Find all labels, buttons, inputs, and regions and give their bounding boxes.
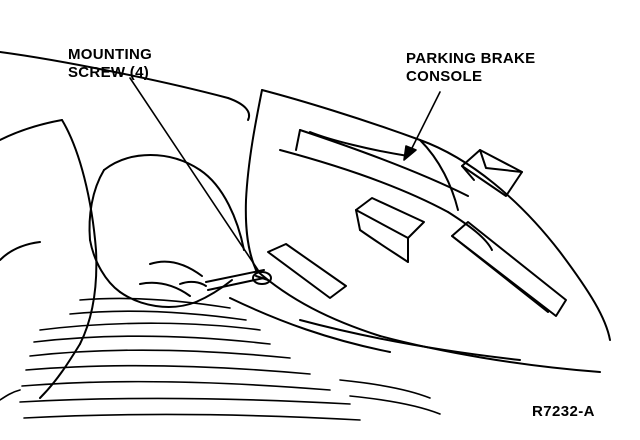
- mounting-screw-label: MOUNTING SCREW (4): [68, 46, 152, 82]
- callout-leaders: [130, 78, 440, 270]
- console-front-panel: [230, 244, 600, 372]
- figure-id-label: R7232-A: [532, 403, 595, 420]
- mounting-screw-label-line1: MOUNTING: [68, 46, 153, 63]
- floor-hatching: [0, 298, 440, 420]
- console-label-line1: PARKING BRAKE: [406, 50, 536, 67]
- seat-contour: [0, 52, 249, 398]
- console-side-slot: [452, 222, 566, 316]
- console-label-line2: CONSOLE: [406, 68, 483, 85]
- mounting-screw: [252, 271, 272, 285]
- console-rear-slot: [462, 150, 522, 196]
- console-leader-arrowhead: [404, 146, 416, 160]
- console-center-slot: [356, 198, 424, 262]
- console-body: [246, 90, 610, 340]
- parking-brake-console-label: PARKING BRAKE CONSOLE: [406, 50, 535, 86]
- console-leader-line: [410, 92, 440, 152]
- hand-with-screwdriver: [90, 155, 264, 307]
- screw-leader-line: [130, 78, 258, 270]
- mounting-screw-label-line2: SCREW (4): [68, 64, 150, 81]
